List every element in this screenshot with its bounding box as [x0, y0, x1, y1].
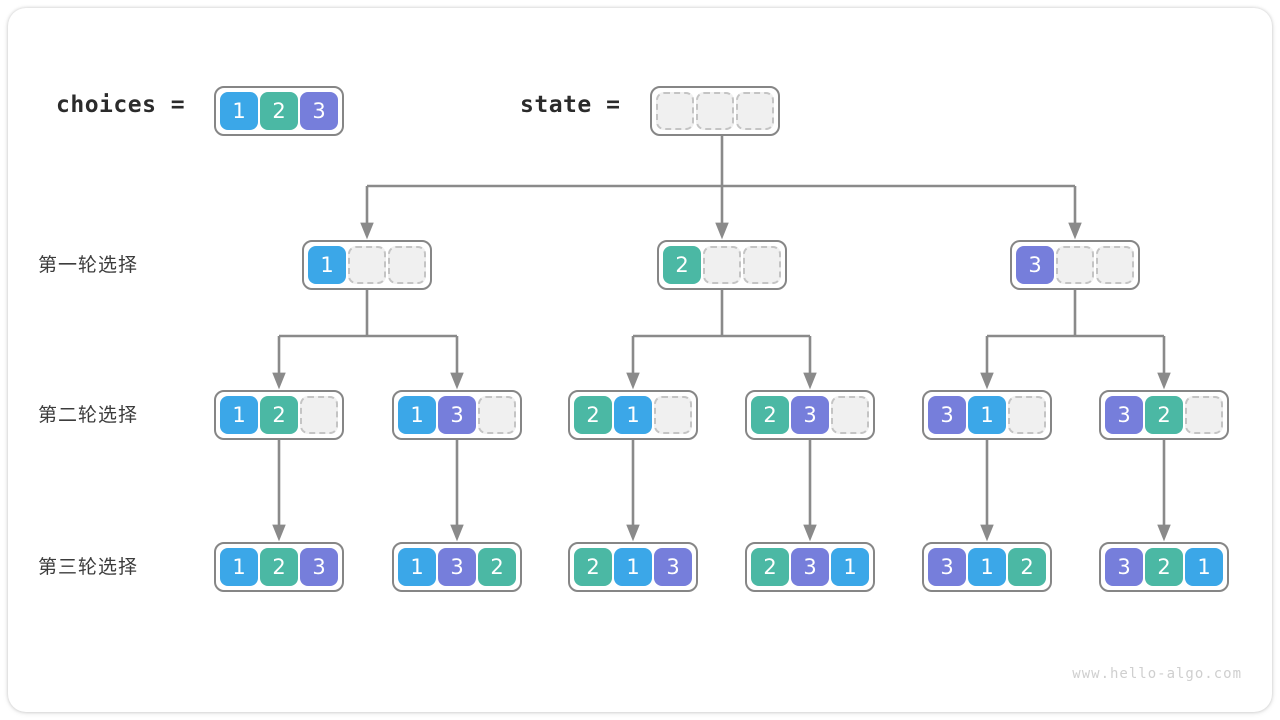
- state-cell: 1: [308, 246, 346, 284]
- tree-node-round-1: 3: [1010, 240, 1140, 290]
- state-cell: 2: [1008, 548, 1046, 586]
- tree-node-round-1: 2: [657, 240, 787, 290]
- diagram-card: [8, 8, 1272, 712]
- state-empty-cell: [348, 246, 386, 284]
- state-cell: 1: [831, 548, 869, 586]
- state-empty-cell: [300, 396, 338, 434]
- state-cell: 2: [751, 396, 789, 434]
- state-cell: 3: [438, 396, 476, 434]
- state-empty-cell: [1185, 396, 1223, 434]
- state-cell: 1: [398, 396, 436, 434]
- state-cell: 1: [398, 548, 436, 586]
- state-cell: 1: [614, 396, 652, 434]
- row-label-round-2: 第二轮选择: [38, 404, 139, 426]
- state-cell: 3: [928, 548, 966, 586]
- state-cell: 2: [574, 548, 612, 586]
- state-cell: 2: [1145, 396, 1183, 434]
- state-empty-cell: [703, 246, 741, 284]
- state-empty-cell: [478, 396, 516, 434]
- state-cell: 1: [1185, 548, 1223, 586]
- choices-cell: 1: [220, 92, 258, 130]
- state-empty-cell: [831, 396, 869, 434]
- watermark: www.hello-algo.com: [1072, 666, 1242, 682]
- state-cell: 2: [478, 548, 516, 586]
- state-empty-cell: [696, 92, 734, 130]
- state-cell: 3: [1105, 396, 1143, 434]
- state-cell: 2: [260, 548, 298, 586]
- state-cell: 3: [791, 396, 829, 434]
- state-cell: 3: [928, 396, 966, 434]
- tree-node-round-1: 1: [302, 240, 432, 290]
- row-label-round-3: 第三轮选择: [38, 556, 139, 578]
- state-cell: 2: [663, 246, 701, 284]
- choices-label: choices =: [56, 92, 186, 118]
- state-cell: 3: [791, 548, 829, 586]
- choices-cell: 3: [300, 92, 338, 130]
- state-cell: 1: [968, 396, 1006, 434]
- state-empty-cell: [1056, 246, 1094, 284]
- state-cell: 3: [654, 548, 692, 586]
- state-empty-cell: [743, 246, 781, 284]
- choices-cell: 2: [260, 92, 298, 130]
- state-cell: 3: [1105, 548, 1143, 586]
- state-cell: 2: [574, 396, 612, 434]
- state-empty-cell: [388, 246, 426, 284]
- state-empty-cell: [656, 92, 694, 130]
- state-cell: 3: [1016, 246, 1054, 284]
- state-empty-cell: [1008, 396, 1046, 434]
- state-empty-cell: [1096, 246, 1134, 284]
- state-cell: 2: [260, 396, 298, 434]
- row-label-round-1: 第一轮选择: [38, 254, 139, 276]
- state-cell: 1: [968, 548, 1006, 586]
- state-cell: 2: [751, 548, 789, 586]
- state-empty-cell: [736, 92, 774, 130]
- state-cell: 1: [220, 548, 258, 586]
- state-cell: 1: [614, 548, 652, 586]
- state-label: state =: [520, 92, 621, 118]
- state-cell: 3: [300, 548, 338, 586]
- state-cell: 2: [1145, 548, 1183, 586]
- state-array: [650, 86, 780, 136]
- state-cell: 3: [438, 548, 476, 586]
- state-empty-cell: [654, 396, 692, 434]
- state-cell: 1: [220, 396, 258, 434]
